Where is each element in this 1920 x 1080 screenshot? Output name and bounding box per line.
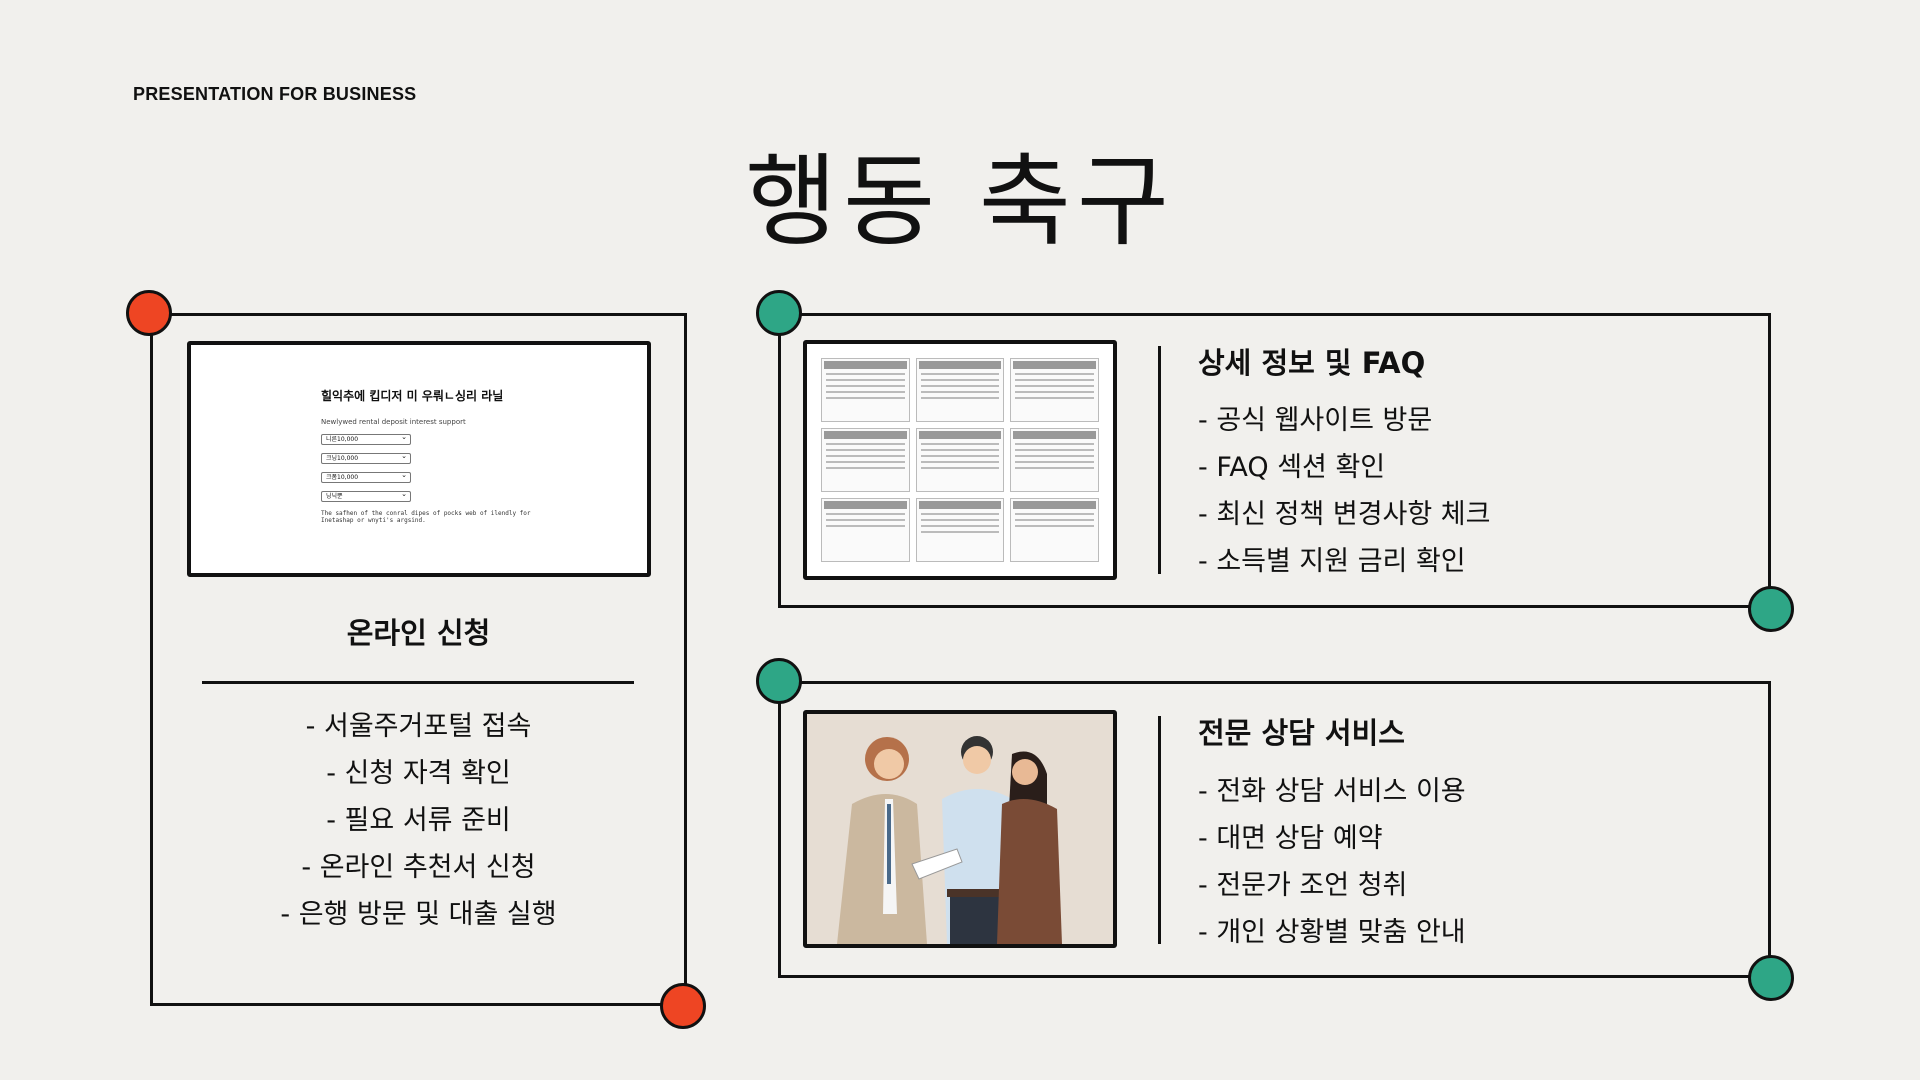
consult-card [778,681,1771,978]
doc-cell [821,358,910,422]
dot-red-bottom [660,983,706,1029]
doc-cell [821,428,910,492]
list-item: - 소득별 지원 금리 확인 [1198,546,1466,577]
doc-cell [1010,498,1099,562]
online-divider [202,681,634,684]
list-item: - 전문가 조언 청취 [1198,870,1408,901]
people-illustration [807,714,1113,944]
doc-cell [821,498,910,562]
dot-green-faq-top [756,290,802,336]
faq-heading: 상세 정보 및 FAQ [1198,346,1426,380]
dot-green-faq-bottom [1748,586,1794,632]
dot-red-top [126,290,172,336]
list-item: - 개인 상황별 맞춤 안내 [1198,917,1466,948]
form-subtitle: Newlywed rental deposit interest support [321,418,466,426]
doc-grid [821,358,1099,562]
list-item: - 신청 자격 확인 [326,758,511,789]
list-item: - 서울주거포털 접속 [305,711,532,742]
list-item: - FAQ 섹션 확인 [1198,452,1386,483]
form-select-4: 닝닉뿐 [321,490,411,502]
consult-list: - 전화 상담 서비스 이용 - 대면 상담 예약 - 전문가 조언 청취 - … [1198,768,1466,956]
dot-green-consult-top [756,658,802,704]
doc-cell [915,428,1005,492]
doc-cell [915,498,1005,562]
list-item: - 최신 정책 변경사항 체크 [1198,499,1491,530]
list-item: - 대면 상담 예약 [1198,823,1383,854]
eyebrow-label: PRESENTATION FOR BUSINESS [133,84,417,104]
online-form-image: 힐익추에 킵디저 미 우뤄ㄴ싱리 라닐 Newlywed rental depo… [187,341,651,577]
doc-cell [1010,428,1099,492]
list-item: - 공식 웹사이트 방문 [1198,405,1433,436]
faq-list: - 공식 웹사이트 방문 - FAQ 섹션 확인 - 최신 정책 변경사항 체크… [1198,397,1490,585]
page-title: 행동 축구 [745,143,1175,260]
form-note: The safhen of the conral dipes of pocks … [321,510,531,524]
consult-illustration [803,710,1117,948]
faq-card [778,313,1771,608]
list-item: - 은행 방문 및 대출 실행 [280,899,557,930]
online-heading: 온라인 신청 [346,616,491,650]
online-list: - 서울주거포털 접속 - 신청 자격 확인 - 필요 서류 준비 - 온라인 … [150,703,687,938]
form-select-1: 니른10,000 [321,433,411,445]
list-item: - 전화 상담 서비스 이용 [1198,776,1466,807]
online-card [150,313,687,1006]
form-select-2: 크닝10,000 [321,452,411,464]
list-item: - 온라인 추천서 신청 [301,852,536,883]
doc-cell [1010,358,1099,422]
form-select-3: 크폼10,000 [321,471,411,483]
consult-vertical-rule [1158,716,1161,944]
dot-green-consult-bottom [1748,955,1794,1001]
faq-vertical-rule [1158,346,1161,574]
consult-heading: 전문 상담 서비스 [1198,716,1405,750]
form-mock: 힐익추에 킵디저 미 우뤄ㄴ싱리 라닐 Newlywed rental depo… [321,387,551,524]
form-title: 힐익추에 킵디저 미 우뤄ㄴ싱리 라닐 [321,389,504,403]
faq-document-image [803,340,1117,580]
doc-cell [915,358,1005,422]
list-item: - 필요 서류 준비 [326,805,511,836]
